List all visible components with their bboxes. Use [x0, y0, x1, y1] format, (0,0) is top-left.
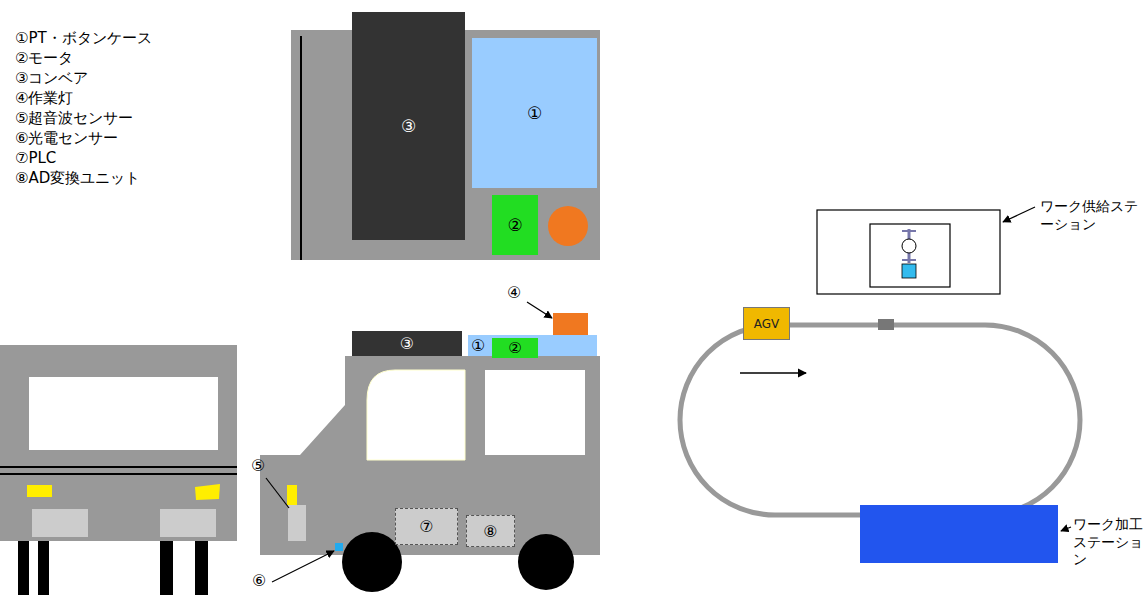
leader-line: [272, 551, 334, 582]
legend-item: ④作業灯: [15, 89, 73, 108]
node-text: ②: [507, 215, 522, 235]
supply-unit: [870, 224, 950, 287]
work-light-top: [548, 206, 588, 246]
agv-box: AGV: [743, 307, 790, 340]
direction-arrow: [740, 372, 806, 373]
top-edge-line: [300, 36, 302, 260]
callout-number: ④: [507, 283, 521, 303]
station-label: ワーク加工ステーション: [1073, 516, 1145, 569]
conveyor-box: ③: [352, 12, 465, 240]
leader-line: [266, 478, 289, 508]
motor-box: ②: [492, 338, 538, 358]
legend-item: ⑦PLC: [15, 149, 56, 168]
ad-unit-box: ⑧: [466, 515, 515, 547]
supply-mechanism: [902, 229, 916, 278]
plc-box: ⑦: [395, 508, 458, 545]
motor-box: ②: [492, 195, 538, 255]
legend-item: ①PT・ボタンケース: [15, 29, 152, 48]
legend-item: ⑤超音波センサー: [15, 109, 133, 128]
supply-station: [817, 210, 1000, 294]
leader-line: [1061, 527, 1071, 531]
node-text: ①: [527, 103, 542, 123]
conveyor-box: ③: [352, 331, 462, 356]
leader-line: [527, 302, 552, 318]
stop-marker: [878, 319, 894, 330]
front-view: [0, 345, 237, 595]
legend-item: ③コンベア: [15, 69, 88, 88]
process-station: [860, 505, 1058, 563]
node-text: AGV: [754, 317, 780, 331]
legend-item: ⑥光電センサー: [15, 129, 118, 148]
button-case-box: ①: [472, 38, 597, 188]
legend-item: ②モータ: [15, 49, 73, 68]
node-text: ③: [400, 334, 414, 353]
callout-number: ⑤: [251, 456, 265, 476]
node-text: ③: [401, 116, 416, 136]
node-text: ⑦: [419, 517, 433, 536]
station-label: ワーク供給ステーション: [1040, 198, 1145, 233]
legend-item: ⑧AD変換ユニット: [15, 169, 140, 188]
node-text: ⑧: [483, 522, 497, 541]
agv-track: [680, 325, 1080, 515]
node-text: ①: [471, 336, 485, 355]
side-view: [260, 313, 600, 592]
callout-number: ⑥: [252, 571, 266, 591]
node-text: ②: [508, 339, 521, 357]
leader-line: [1003, 207, 1035, 222]
